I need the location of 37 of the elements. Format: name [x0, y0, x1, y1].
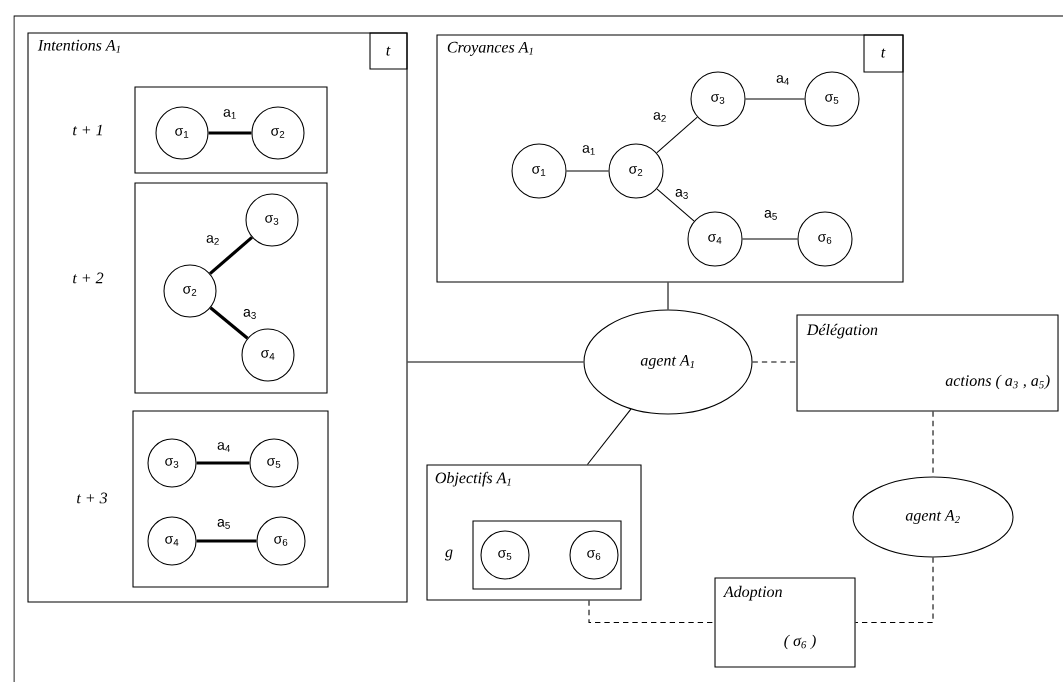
connector — [656, 188, 695, 222]
edge-label: a$_{5}$ — [762, 208, 780, 222]
connector — [588, 600, 715, 624]
step-box — [134, 182, 328, 394]
connector — [586, 408, 632, 465]
connector — [855, 557, 934, 624]
group-box: Adoption ( σ$_{6}$ ) — [714, 577, 856, 668]
connector — [407, 361, 584, 363]
edge-label: a$_{3}$ — [241, 307, 259, 321]
connector — [196, 461, 250, 465]
connector — [209, 306, 249, 340]
connector — [208, 131, 252, 135]
edge-label: a$_{2}$ — [651, 110, 669, 124]
connector — [566, 170, 609, 172]
step-label: t + 1 — [73, 124, 102, 136]
corner-box: t — [369, 32, 408, 70]
edge-label: a$_{4}$ — [774, 73, 792, 87]
step-box — [134, 86, 328, 174]
connector — [745, 98, 805, 100]
group-box: Délégation actions ( a$_{3}$ , a$_{5}$) — [796, 314, 1059, 412]
edge-label: a$_{1}$ — [221, 107, 239, 121]
edge-label: a$_{3}$ — [673, 187, 691, 201]
connector — [209, 236, 253, 275]
edge-label: a$_{1}$ — [580, 143, 598, 157]
connector — [752, 361, 797, 363]
step-label: t + 2 — [73, 272, 104, 284]
connector — [196, 539, 257, 543]
step-box — [132, 410, 329, 588]
connector — [667, 282, 669, 310]
connector — [742, 238, 798, 240]
edge-label: a$_{5}$ — [215, 517, 233, 531]
step-box — [472, 520, 622, 590]
corner-box: t — [863, 34, 904, 73]
connector — [656, 116, 698, 154]
edge-label: a$_{4}$ — [215, 440, 233, 454]
edge-label: a$_{2}$ — [204, 233, 222, 247]
step-label: t + 3 — [77, 492, 108, 504]
